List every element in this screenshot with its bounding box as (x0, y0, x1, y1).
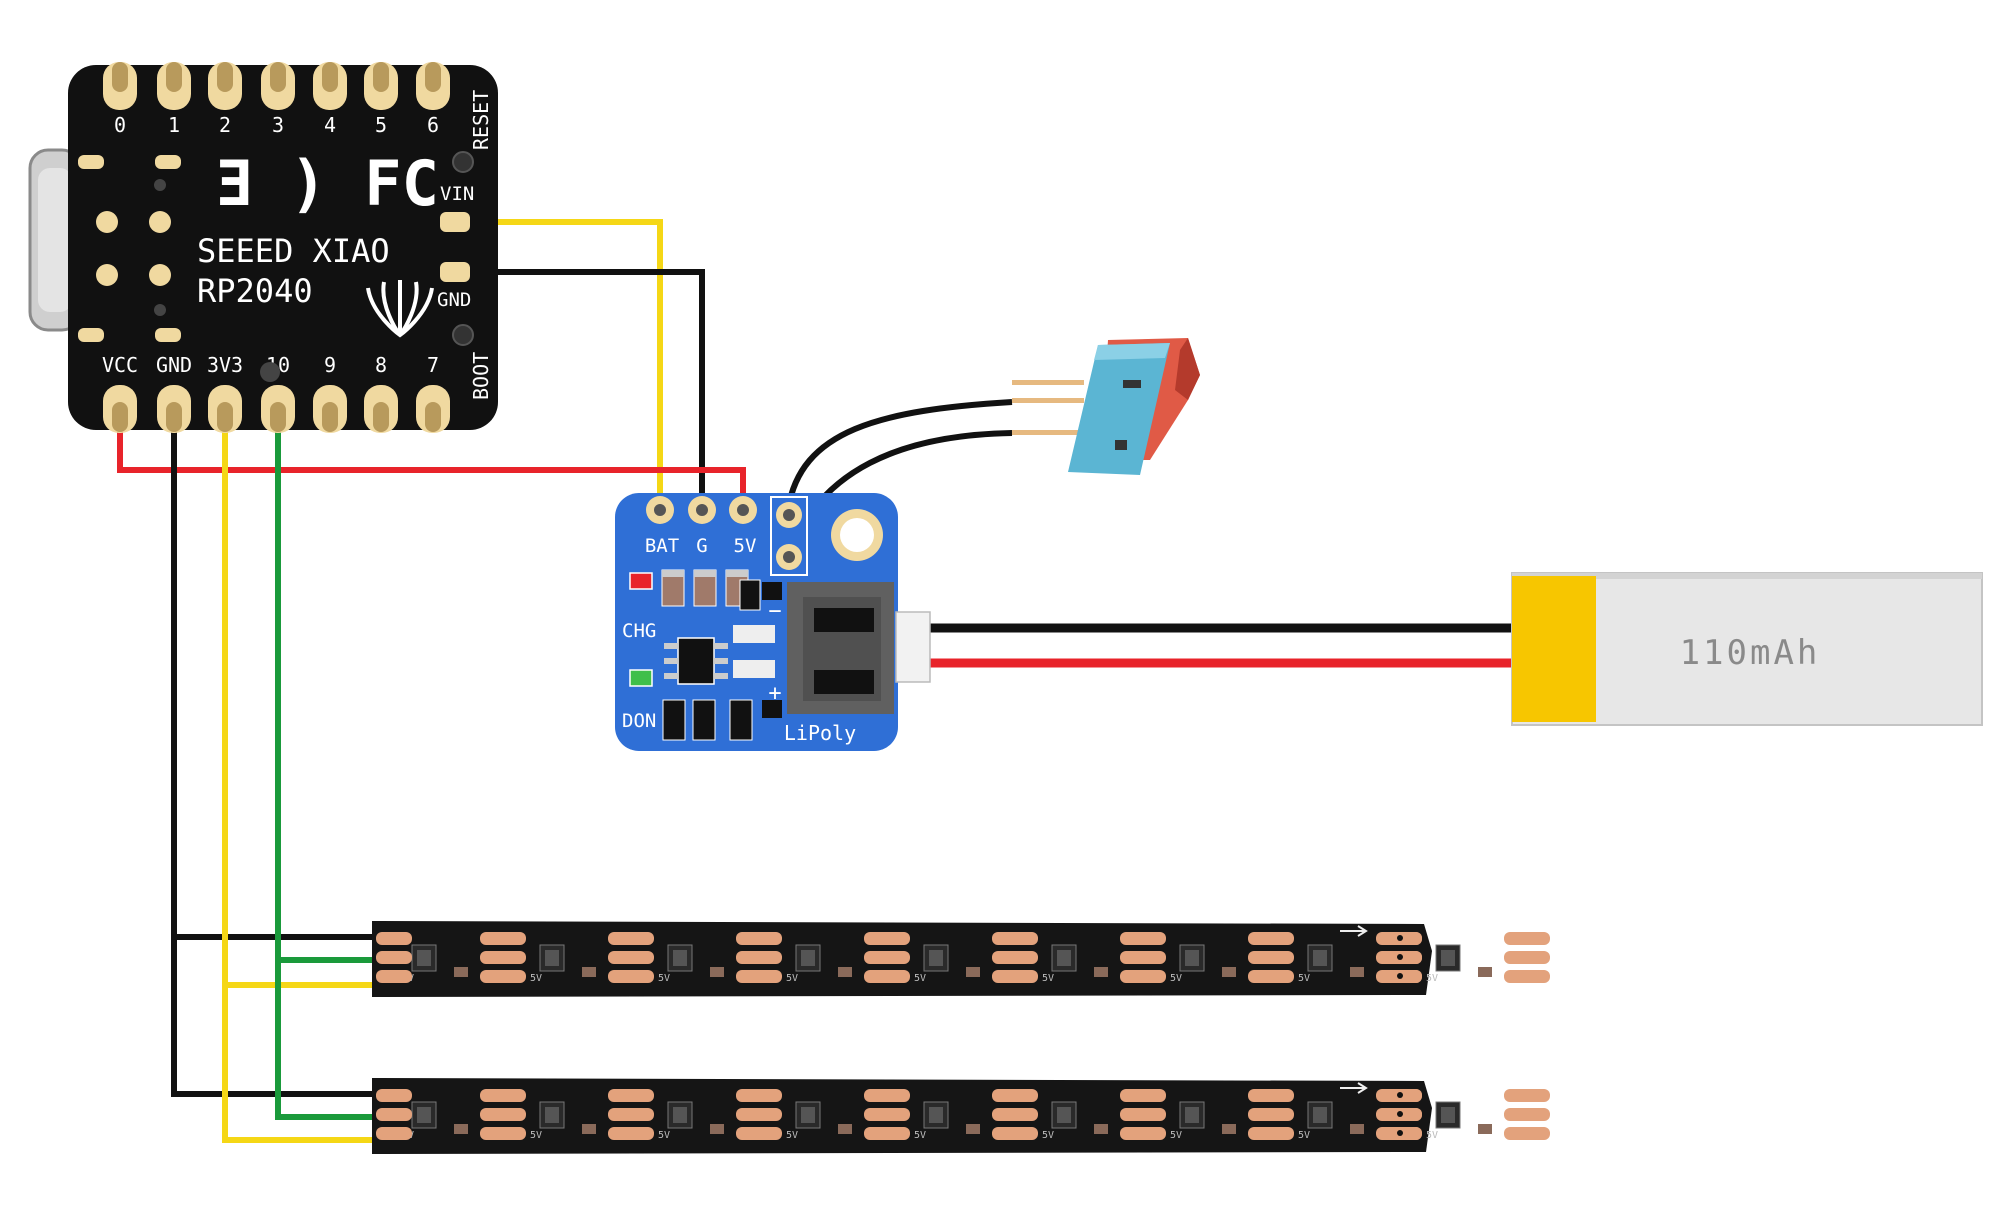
top-pin-label-0: 0 (114, 113, 126, 137)
top-pin-label-5: 5 (375, 113, 387, 137)
top-pin-label-1: 1 (168, 113, 180, 137)
chg-label: CHG (622, 620, 656, 642)
strip-segment-label: 5V (1042, 973, 1054, 984)
switch-body (1068, 343, 1170, 475)
top-pin-label-6: 6 (427, 113, 439, 137)
top-pin-label-3: 3 (272, 113, 284, 137)
vin-label: VIN (440, 183, 474, 205)
bottom-pin-label-1: GND (156, 353, 192, 377)
led-strips: 5V5V5V5V5V5V5V5V5V5V5V5V5V5V5V5V5V5V (372, 921, 1550, 1154)
strip-segment-label: 5V (914, 973, 926, 984)
done-led-green (629, 669, 653, 687)
top-pin-label-4: 4 (324, 113, 336, 137)
charger-label-5v: 5V (734, 535, 757, 557)
gnd-side-label: GND (437, 289, 471, 311)
reset-label: RESET (469, 90, 493, 150)
top-pin-pads (103, 62, 450, 110)
wire-d10-to-strips (275, 408, 386, 1120)
charger-pin-g (688, 496, 716, 524)
wire-gnd-to-charger-g (462, 269, 705, 500)
charger-ic (677, 637, 715, 685)
certification-marks: Ǝ ) FC (215, 147, 439, 220)
bottom-pin-label-2: 3V3 (207, 353, 243, 377)
strip-segment-label: 5V (530, 1130, 542, 1141)
reset-button (452, 151, 474, 173)
seeed-logo (366, 280, 434, 338)
switch-wire-1 (785, 399, 1013, 511)
lipoly-label: LiPoly (784, 721, 856, 745)
strip-segment-label: 5V (1170, 1130, 1182, 1141)
lipo-battery: 110mAh (1511, 572, 1983, 726)
strip-direction-arrow (1340, 1082, 1368, 1094)
slide-switch (1012, 338, 1200, 475)
strip-segment-label: 5V (786, 1130, 798, 1141)
charger-pin-bat (646, 496, 674, 524)
charger-pin-5v (729, 496, 757, 524)
board-name-line1: SEEED XIAO (197, 232, 390, 270)
strip-segment-label: 5V (658, 1130, 670, 1141)
strip-segment-label: 5V (786, 973, 798, 984)
strip-segment-label: 5V (1170, 973, 1182, 984)
wire-vcc-to-5v (117, 408, 746, 500)
gnd-pad (440, 262, 470, 282)
vin-pad (440, 212, 470, 232)
strip-segment-label: 5V (1298, 973, 1310, 984)
boot-label: BOOT (469, 352, 493, 400)
minus-label: − (768, 599, 781, 624)
strip-segment-label: 5V (1298, 1130, 1310, 1141)
top-pin-label-2: 2 (219, 113, 231, 137)
strip-direction-arrow (1340, 925, 1368, 937)
strip-segment-label: 5V (1426, 973, 1438, 984)
chg-led-red (629, 572, 653, 590)
bottom-pin-label-4: 9 (324, 353, 336, 377)
strip-segment-label: 5V (1042, 1130, 1054, 1141)
strip-segment-label: 5V (530, 973, 542, 984)
bottom-pin-label-5: 8 (375, 353, 387, 377)
strip-segment-label: 5V (914, 1130, 926, 1141)
bottom-pin-label-6: 7 (427, 353, 439, 377)
boot-button (452, 324, 474, 346)
battery-plug (895, 611, 931, 683)
charger-label-g: G (696, 535, 707, 557)
plus-label: + (768, 681, 781, 706)
wire-vin-to-bat (462, 219, 663, 500)
strip-segment-label: 5V (658, 973, 670, 984)
lipoly-charger-board: BAT G 5V CHG DON (615, 493, 931, 751)
done-label: DON (622, 710, 656, 732)
charger-label-bat: BAT (645, 535, 679, 557)
battery-tab (1512, 576, 1596, 722)
bottom-pin-pads (103, 385, 450, 433)
battery-capacity-label: 110mAh (1680, 633, 1821, 673)
board-name-line2: RP2040 (197, 272, 313, 310)
wire-3v3-to-strips (222, 408, 386, 1143)
bottom-pin-label-0: VCC (102, 353, 138, 377)
strip-segment-label: 5V (1426, 1130, 1438, 1141)
